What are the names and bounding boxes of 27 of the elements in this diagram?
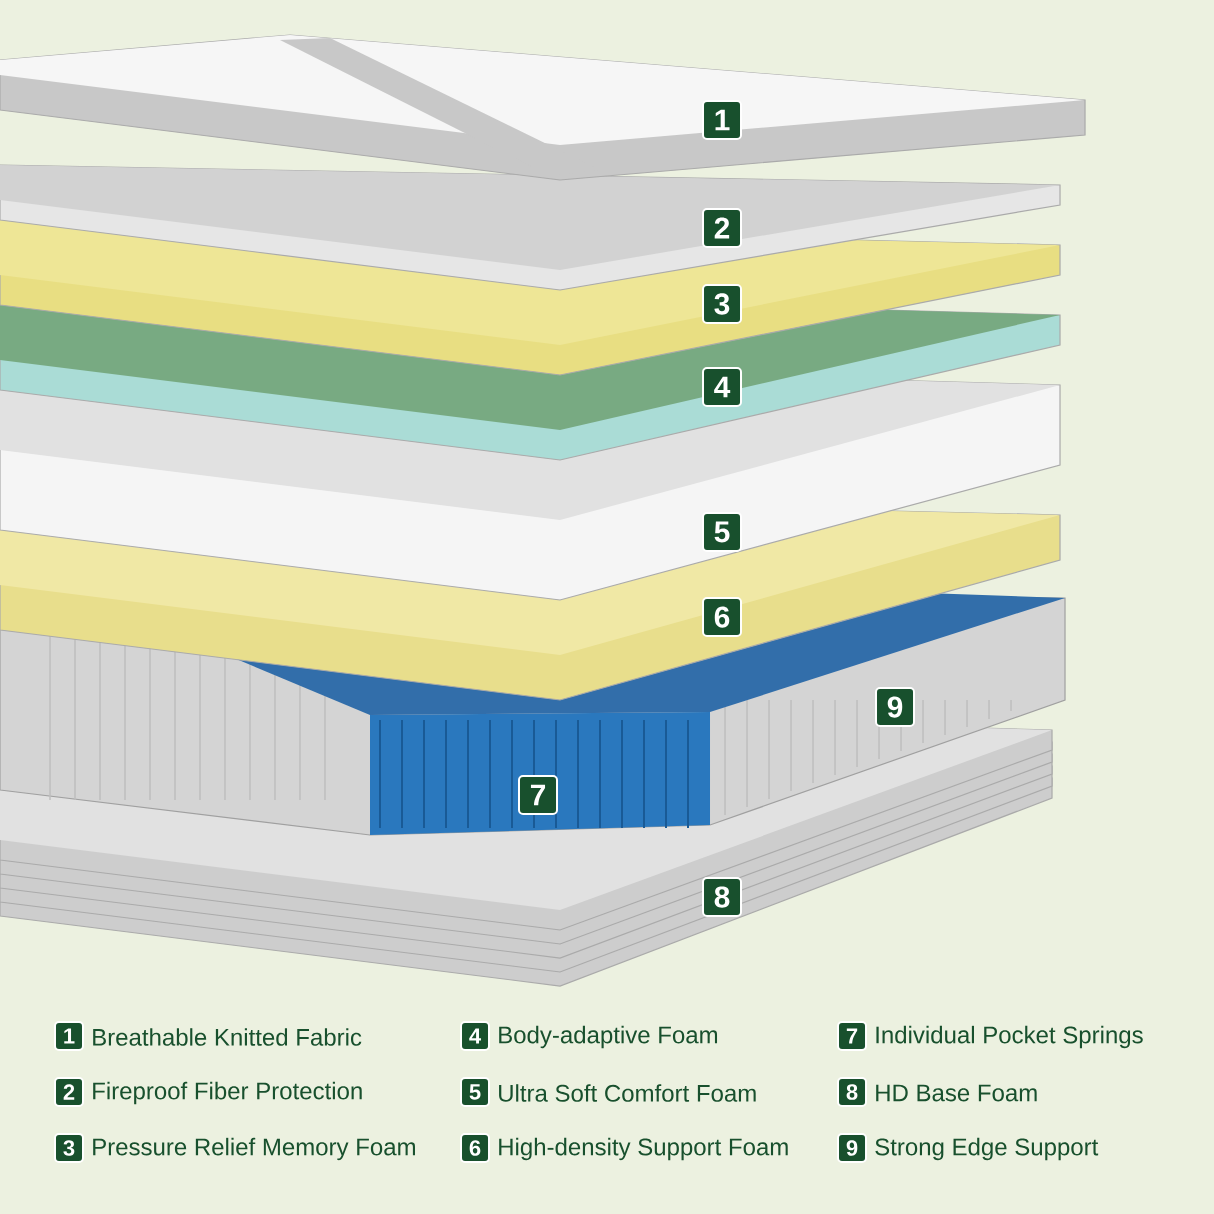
legend-text: Breathable Knitted Fabric: [93, 1028, 362, 1046]
number-badge: 9: [875, 687, 915, 727]
number-badge: 1: [702, 100, 742, 140]
legend-text: Fireproof Fiber Protection: [93, 1081, 362, 1105]
number-badge: 4: [460, 1021, 490, 1051]
legend-text: High-density Support Foam: [499, 1137, 788, 1161]
number-badge: 7: [837, 1021, 867, 1051]
number-badge: 6: [702, 597, 742, 637]
number-badge: 8: [837, 1077, 867, 1107]
number-badge: 3: [702, 284, 742, 324]
number-badge: 2: [702, 208, 742, 248]
number-badge: 5: [460, 1077, 490, 1107]
legend-text: Body-adaptive Foam: [499, 1025, 718, 1049]
number-badge: 1: [54, 1021, 84, 1051]
number-badge: 5: [702, 512, 742, 552]
number-badge: 9: [837, 1133, 867, 1163]
legend-text: Strong Edge Support: [875, 1137, 1099, 1161]
legend-text: Pressure Relief Memory Foam: [93, 1137, 415, 1161]
number-badge: 3: [54, 1133, 84, 1163]
number-badge: 7: [518, 775, 558, 815]
legend-text: Ultra Soft Comfort Foam: [499, 1084, 756, 1102]
number-badge: 8: [702, 877, 742, 917]
legend-text: Individual Pocket Springs: [876, 1025, 1143, 1049]
number-badge: 6: [460, 1133, 490, 1163]
legend-text: HD Base Foam: [876, 1084, 1037, 1102]
number-badge: 2: [54, 1077, 84, 1107]
number-badge: 4: [702, 367, 742, 407]
